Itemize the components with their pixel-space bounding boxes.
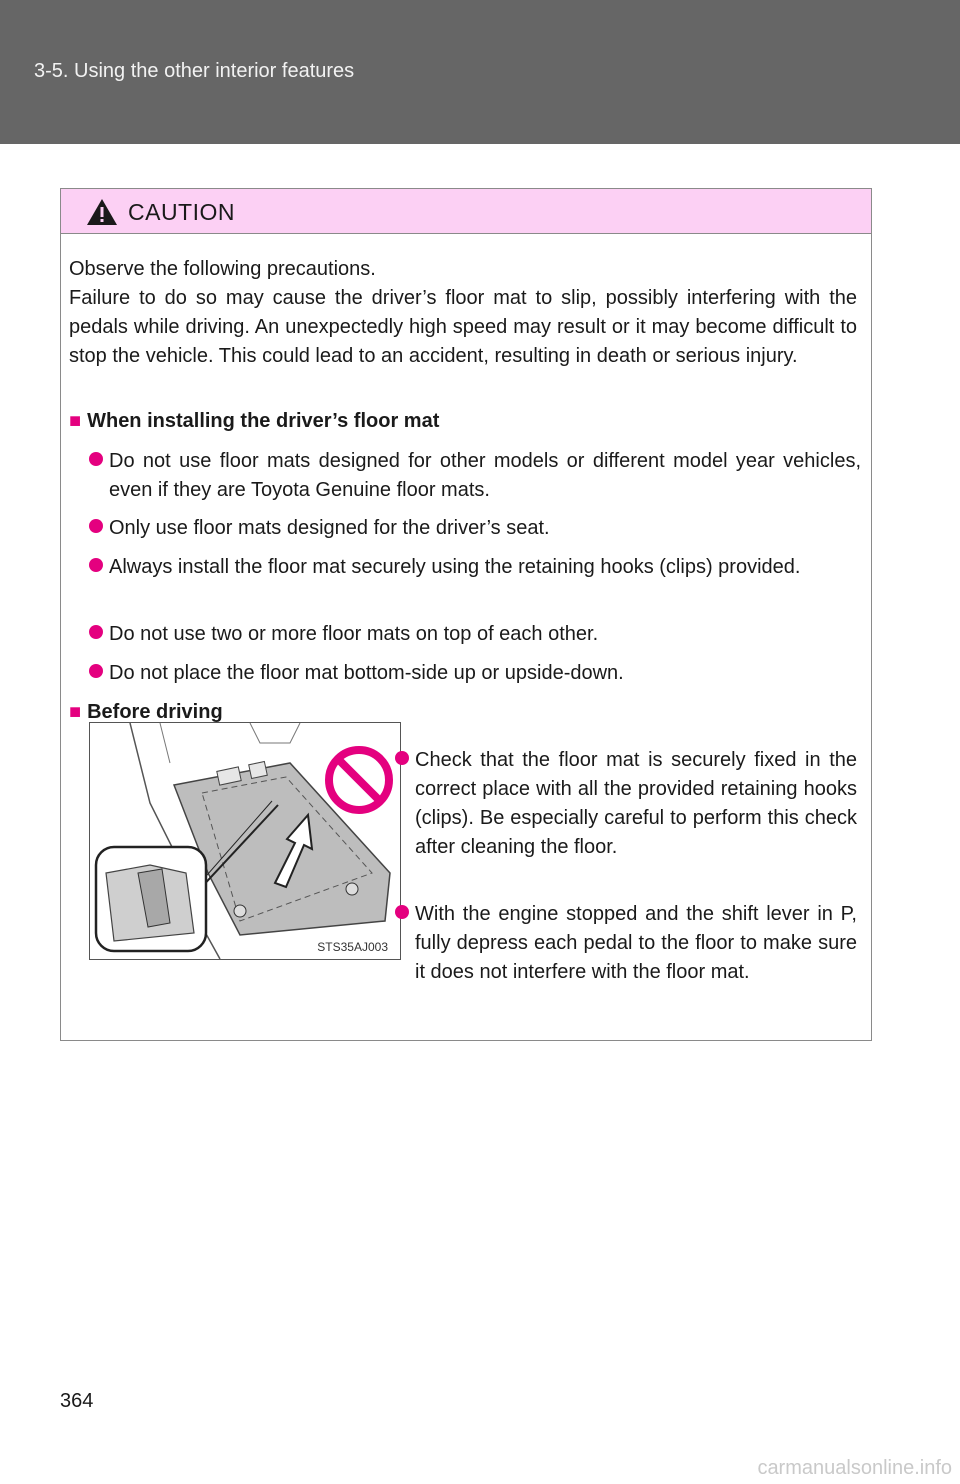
heading-text: When installing the driver’s floor mat <box>87 410 440 432</box>
illustration-code: STS35AJ003 <box>317 940 388 954</box>
watermark: carmanualsonline.info <box>757 1457 952 1479</box>
caution-box: CAUTION Observe the following precaution… <box>60 188 872 1041</box>
bullet-dot-icon <box>89 558 103 572</box>
bullet-dot-icon <box>89 625 103 639</box>
list-item-text: With the engine stopped and the shift le… <box>415 903 857 983</box>
list-item-text: Do not place the floor mat bottom-side u… <box>109 662 624 684</box>
square-bullet-icon: ■ <box>69 701 82 723</box>
heading-text: Before driving <box>87 701 223 723</box>
bullet-dot-icon <box>89 664 103 678</box>
square-bullet-icon: ■ <box>69 410 82 432</box>
caution-label: CAUTION <box>128 199 235 225</box>
intro-line: Observe the following precautions. <box>69 258 376 280</box>
list-item-text: Check that the floor mat is securely fix… <box>415 749 857 858</box>
list-item: Do not use two or more floor mats on top… <box>89 620 861 649</box>
bullet-dot-icon <box>89 452 103 466</box>
list-item: Check that the floor mat is securely fix… <box>395 746 857 862</box>
list-item-text: Only use floor mats designed for the dri… <box>109 517 550 539</box>
bullet-dot-icon <box>89 519 103 533</box>
caution-header: CAUTION <box>61 189 871 234</box>
page-number: 364 <box>60 1390 94 1412</box>
list-item: Do not use floor mats designed for other… <box>89 447 861 505</box>
floor-mat-drawing <box>94 723 391 959</box>
bullet-dot-icon <box>395 751 409 765</box>
bullet-dot-icon <box>395 905 409 919</box>
list-item: Only use floor mats designed for the dri… <box>89 514 861 543</box>
floor-mat-illustration: STS35AJ003 <box>89 722 401 960</box>
section-heading-install: ■When installing the driver’s floor mat <box>69 407 439 436</box>
list-item: Do not place the floor mat bottom-side u… <box>89 659 861 688</box>
section-heading-before-driving: ■Before driving <box>69 698 223 727</box>
page-header: 3-5. Using the other interior features <box>0 0 960 144</box>
warning-triangle-icon <box>87 199 117 225</box>
intro-paragraph: Failure to do so may cause the driver’s … <box>69 287 857 367</box>
list-item: With the engine stopped and the shift le… <box>395 900 857 987</box>
list-item: Always install the floor mat securely us… <box>89 553 861 582</box>
list-item-text: Always install the floor mat securely us… <box>109 556 801 578</box>
list-item-text: Do not use two or more floor mats on top… <box>109 623 599 645</box>
section-title: 3-5. Using the other interior features <box>34 60 355 82</box>
list-item-text: Do not use floor mats designed for other… <box>109 450 861 501</box>
prohibition-icon <box>325 746 393 814</box>
